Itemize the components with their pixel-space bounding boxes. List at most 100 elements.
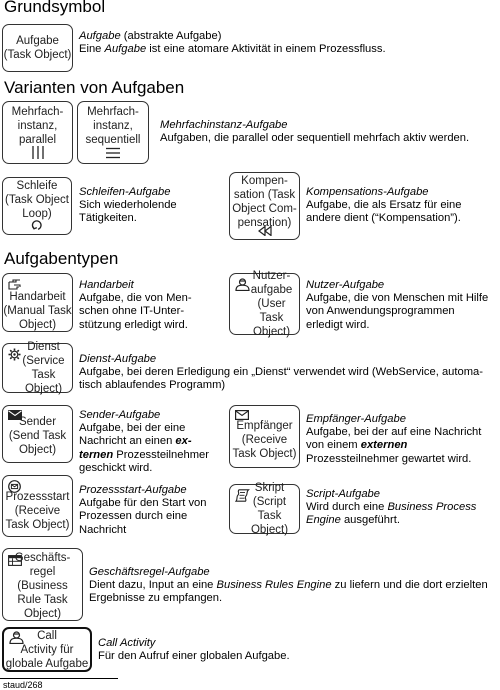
task-handarbeit-label: Handarbeit (Manual Task Object) [3, 290, 72, 331]
desc-geschaeftsregel-l1c: zu liefern und die dort erzielten [331, 579, 488, 592]
hand-icon [8, 278, 22, 290]
section-title-varianten: Varianten von Aufgaben [4, 78, 185, 97]
task-call-activity-label: Call Activity für globale Aufgabe [5, 629, 89, 670]
desc-dienst-l1: Aufgabe, bei deren Erledigung ein „Diens… [79, 366, 483, 379]
task-kompensation: Kompen- sation (Task Object Com- pensati… [229, 172, 300, 240]
desc-sender-l2: Nachricht an einen [79, 435, 176, 448]
parallel-marker-icon [31, 146, 45, 159]
desc-handarbeit-title: Handarbeit [79, 279, 134, 291]
desc-geschaeftsregel-l1b: Business Rules Engine [216, 579, 332, 592]
desc-sender-title: Sender-Aufgabe [79, 409, 161, 421]
task-schleife: Schleife (Task Object Loop) [2, 177, 72, 235]
task-geschaeftsregel: Geschäfts- regel (Business Rule Task Obj… [2, 548, 83, 621]
task-schleife-label: Schleife (Task Object Loop) [5, 180, 69, 220]
desc-schleife-l2: Tätigkeiten. [79, 212, 137, 225]
desc-schleife-l1: Sich wiederholende [79, 199, 177, 212]
desc-geschaeftsregel-l2: Ergebnisse zu empfangen. [89, 592, 223, 605]
desc-aufgabe-p1: Eine [79, 43, 105, 56]
desc-handarbeit-l2: schen ohne IT-Unter- [79, 305, 185, 318]
receive-envelope-icon [235, 410, 250, 421]
script-icon [234, 489, 250, 502]
desc-skript-l1a: Wird durch eine [306, 501, 388, 514]
desc-sender: Sender-Aufgabe Aufgabe, bei der eine Nac… [79, 409, 209, 475]
desc-empfaenger-l1: Aufgabe, bei der auf eine Nachricht [306, 426, 482, 439]
desc-empfaenger-l2b: externen [360, 439, 408, 452]
desc-empfaenger-l2a: von einem [306, 439, 361, 452]
desc-dienst-l2: tisch ablaufendes Programm) [79, 379, 226, 392]
send-envelope-icon [8, 410, 22, 420]
task-geschaeftsregel-label: Geschäfts- regel (Business Rule Task Obj… [14, 551, 71, 620]
desc-sender-l3b: Prozessteilnehmer [113, 448, 209, 461]
desc-aufgabe-p2: Aufgabe [104, 43, 147, 56]
task-nutzer-label: Nutzer- aufgabe (User Task Object) [250, 270, 293, 338]
desc-mehrfach: Mehrfachinstanz-Aufgabe Aufgaben, die pa… [160, 119, 469, 145]
task-mi-sequentiell: Mehrfach- instanz, sequentiell [77, 101, 149, 164]
desc-prozessstart: Prozessstart-Aufgabe Aufgabe für den Sta… [79, 484, 207, 537]
task-dienst-label: Dienst (Service Task Object) [22, 341, 65, 395]
task-nutzer: Nutzer- aufgabe (User Task Object) [229, 270, 300, 338]
desc-dienst: Dienst-Aufgabe Aufgabe, bei deren Erledi… [79, 353, 483, 393]
task-empfaenger: Empfänger (Receive Task Object) [229, 405, 300, 468]
desc-geschaeftsregel-title: Geschäftsregel-Aufgabe [89, 566, 210, 578]
footer-credit: staud/268 [3, 680, 43, 690]
desc-call-title: Call Activity [98, 637, 156, 649]
start-message-icon [8, 480, 21, 493]
desc-aufgabe-title: Aufgabe [79, 30, 121, 42]
desc-prozessstart-title: Prozessstart-Aufgabe [79, 484, 187, 496]
desc-sender-l2b: ex- [175, 435, 192, 448]
desc-empfaenger-title: Empfänger-Aufgabe [306, 413, 406, 425]
desc-skript-l1b: Business Process [387, 501, 477, 514]
desc-skript-l2b: ausgeführt. [340, 514, 400, 527]
desc-aufgabe-title-suffix: (abstrakte Aufgabe) [120, 30, 222, 42]
desc-geschaeftsregel-l1a: Dient dazu, Input an eine [89, 579, 217, 592]
task-mi-sequentiell-label: Mehrfach- instanz, sequentiell [85, 106, 141, 146]
desc-kompensation-l2: andere dient (“Kompensation”). [306, 212, 461, 225]
desc-nutzer-l1: Aufgabe, die von Menschen mit Hilfe [306, 292, 489, 305]
task-call-activity: Call Activity für globale Aufgabe [2, 627, 92, 672]
task-empfaenger-label: Empfänger (Receive Task Object) [232, 419, 297, 460]
desc-geschaeftsregel: Geschäftsregel-Aufgabe Dient dazu, Input… [89, 566, 488, 606]
user-icon [235, 278, 250, 292]
desc-sender-l3a: ternen [79, 448, 114, 461]
section-title-grundsymbol: Grundsymbol [4, 0, 106, 16]
task-skript: Skript (Script Task Object) [229, 482, 300, 536]
desc-prozessstart-l2: Prozessen durch eine [79, 510, 188, 523]
task-skript-label: Skript (Script Task Object) [250, 482, 289, 536]
desc-nutzer-l2: von Anwendungsprogrammen [306, 305, 455, 318]
gear-icon [8, 348, 21, 361]
desc-sender-l1: Aufgabe, bei der eine [79, 422, 186, 435]
desc-kompensation-title: Kompensations-Aufgabe [306, 186, 429, 198]
desc-schleife-title: Schleifen-Aufgabe [79, 186, 171, 198]
desc-schleife: Schleifen-Aufgabe Sich wiederholende Tät… [79, 186, 177, 226]
desc-mehrfach-title: Mehrfachinstanz-Aufgabe [160, 119, 288, 131]
user-icon [9, 631, 24, 645]
desc-nutzer-l3: erledigt wird. [306, 318, 370, 331]
desc-kompensation: Kompensations-Aufgabe Aufgabe, die als E… [306, 186, 461, 226]
task-aufgabe-label: Aufgabe (Task Object) [3, 35, 72, 61]
task-sender: Sender (Send Task Object) [2, 405, 73, 463]
compensation-marker-icon [257, 225, 272, 237]
loop-marker-icon [31, 219, 43, 231]
business-rule-table-icon [8, 555, 22, 566]
desc-call-l1: Für den Aufruf einer globalen Aufgabe. [98, 650, 290, 663]
desc-handarbeit-l1: Aufgabe, die von Men- [79, 292, 192, 305]
task-dienst: Dienst (Service Task Object) [2, 341, 73, 395]
desc-call-activity: Call Activity Für den Aufruf einer globa… [98, 637, 290, 663]
desc-aufgabe: Aufgabe (abstrakte Aufgabe) Eine Aufgabe… [79, 30, 386, 56]
desc-kompensation-l1: Aufgabe, die als Ersatz für eine [306, 199, 462, 212]
desc-prozessstart-l3: Nachricht [79, 523, 127, 536]
task-kompensation-label: Kompen- sation (Task Object Com- pensati… [232, 175, 297, 229]
desc-skript-title: Script-Aufgabe [306, 488, 381, 500]
desc-handarbeit: Handarbeit Aufgabe, die von Men- schen o… [79, 279, 192, 332]
task-aufgabe: Aufgabe (Task Object) [2, 24, 73, 72]
desc-nutzer: Nutzer-Aufgabe Aufgabe, die von Menschen… [306, 279, 488, 332]
desc-empfaenger-l3: Prozessteilnehmer gewartet wird. [306, 452, 472, 465]
desc-mehrfach-body: Aufgaben, die parallel oder sequentiell … [160, 132, 470, 145]
desc-dienst-title: Dienst-Aufgabe [79, 353, 157, 365]
desc-handarbeit-l3: stützung erledigt wird. [79, 318, 188, 331]
desc-aufgabe-p3: ist eine atomare Aktivität in einem Proz… [146, 43, 386, 56]
sequential-marker-icon [106, 147, 120, 159]
desc-skript: Script-Aufgabe Wird durch eine Business … [306, 488, 476, 528]
task-sender-label: Sender (Send Task Object) [8, 416, 67, 456]
desc-prozessstart-l1: Aufgabe für den Start von [79, 497, 207, 510]
